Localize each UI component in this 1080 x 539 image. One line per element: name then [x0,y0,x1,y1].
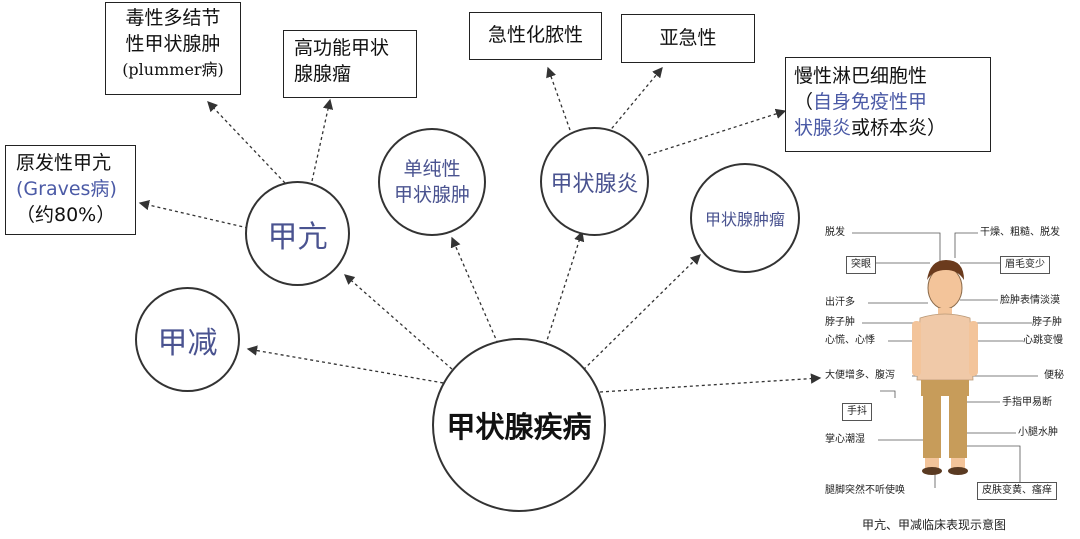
subacute-box: 亚急性 [621,14,755,63]
chronic-paren-open: （ [794,91,814,113]
chronic-line1: 慢性淋巴细胞性 [794,65,928,87]
graves-line3: （约80%） [16,204,116,226]
figure-label-left-6: 大便增多、腹泻 [825,370,895,381]
person-illustration [852,232,1038,488]
arrow-hyper-to-adenoma [311,98,334,182]
adenoma-line2: 腺腺瘤 [294,63,352,85]
arrow-center-to-simple [450,236,506,361]
figure-label-left-3: 出汗多 [825,297,855,308]
chronic-line2: 自身免疫性甲 [813,91,928,113]
hypo-circle: 甲减 [135,287,240,392]
figure-label-left-7: 手抖 [842,403,872,421]
plummer-box: 毒性多结节 性甲状腺肿 (plummer病) [105,2,241,95]
figure-label-left-1: 脱发 [825,227,845,238]
suppurative-box: 急性化脓性 [469,12,602,60]
plummer-line2: 性甲状腺肿 [125,33,221,55]
tumor-label: 甲状腺肿瘤 [704,210,785,229]
arrow-center-to-thyroiditis [539,230,585,363]
figure-label-right-3: 脸肿表情淡漠 [1000,295,1060,306]
graves-paren-open: ( [16,178,24,200]
figure-label-right-8: 小腿水肿 [1018,427,1058,438]
chronic-box: 慢性淋巴细胞性 （自身免疫性甲 状腺炎或桥本炎） [785,57,991,152]
plummer-line1: 毒性多结节 [125,7,221,29]
arrow-center-to-hyper [344,274,471,386]
adenoma-box: 高功能甲状 腺腺瘤 [283,30,417,98]
graves-name: Graves病 [23,178,110,200]
arrow-center-to-tumor [574,254,701,379]
graves-box: 原发性甲亢 (Graves病) （约80%） [5,145,136,235]
arrow-center-to-hypo [246,345,456,386]
figure-label-right-6: 便秘 [1044,370,1064,381]
figure-label-left-4: 脖子肿 [825,317,855,328]
graves-paren-close: ) [109,178,117,200]
arrow-hyper-to-graves [138,199,249,229]
figure-label-right-7: 手指甲易断 [1002,397,1052,408]
suppurative-line1: 急性化脓性 [487,24,583,46]
figure-label-right-9: 皮肤变黄、瘙痒 [977,482,1057,500]
center-label: 甲状腺疾病 [446,410,592,444]
figure-label-left-5: 心慌、心悸 [825,335,875,346]
arrow-thyroiditis-to-chronic [647,108,787,156]
figure-label-left-2: 突眼 [846,256,876,274]
hypo-label: 甲减 [157,325,218,361]
figure-label-right-5: 心跳变慢 [1023,335,1063,346]
center-circle: 甲状腺疾病 [432,338,606,512]
simple-goiter-circle: 单纯性 甲状腺肿 [378,128,486,236]
figure-label-left-8: 掌心潮湿 [825,434,865,445]
arrow-thyroiditis-to-subacute [607,67,663,134]
figure-caption: 甲亢、甲减临床表现示意图 [862,518,1007,532]
plummer-line3: (plummer病) [122,60,224,79]
tumor-circle: 甲状腺肿瘤 [690,163,800,273]
simple-goiter-line1: 单纯性 [403,158,461,180]
figure-label-right-1: 干燥、粗糙、脱发 [980,227,1060,238]
figure-label-left-9: 腿脚突然不听使唤 [825,485,905,496]
chronic-line3-blue: 状腺炎 [794,117,852,139]
arrow-thyroiditis-to-suppurative [546,66,571,131]
figure-label-right-4: 脖子肿 [1032,317,1062,328]
figure-label-right-2: 眉毛变少 [1000,256,1050,274]
thyroiditis-circle: 甲状腺炎 [540,127,649,236]
chronic-line3: 或桥本炎） [851,117,947,139]
hyper-label: 甲亢 [267,219,328,255]
graves-line1: 原发性甲亢 [16,152,112,174]
simple-goiter-line2: 甲状腺肿 [393,184,470,206]
arrow-hyper-to-plummer [207,101,286,184]
hyper-circle: 甲亢 [245,181,350,286]
clinical-figure: 脱发 突眼 出汗多 脖子肿 心慌、心悸 大便增多、腹泻 手抖 掌心潮湿 腿脚突然… [820,218,1076,503]
arrow-center-to-figure [599,373,822,393]
adenoma-line1: 高功能甲状 [294,37,390,59]
subacute-line1: 亚急性 [659,27,717,49]
thyroiditis-label: 甲状腺炎 [550,171,639,197]
